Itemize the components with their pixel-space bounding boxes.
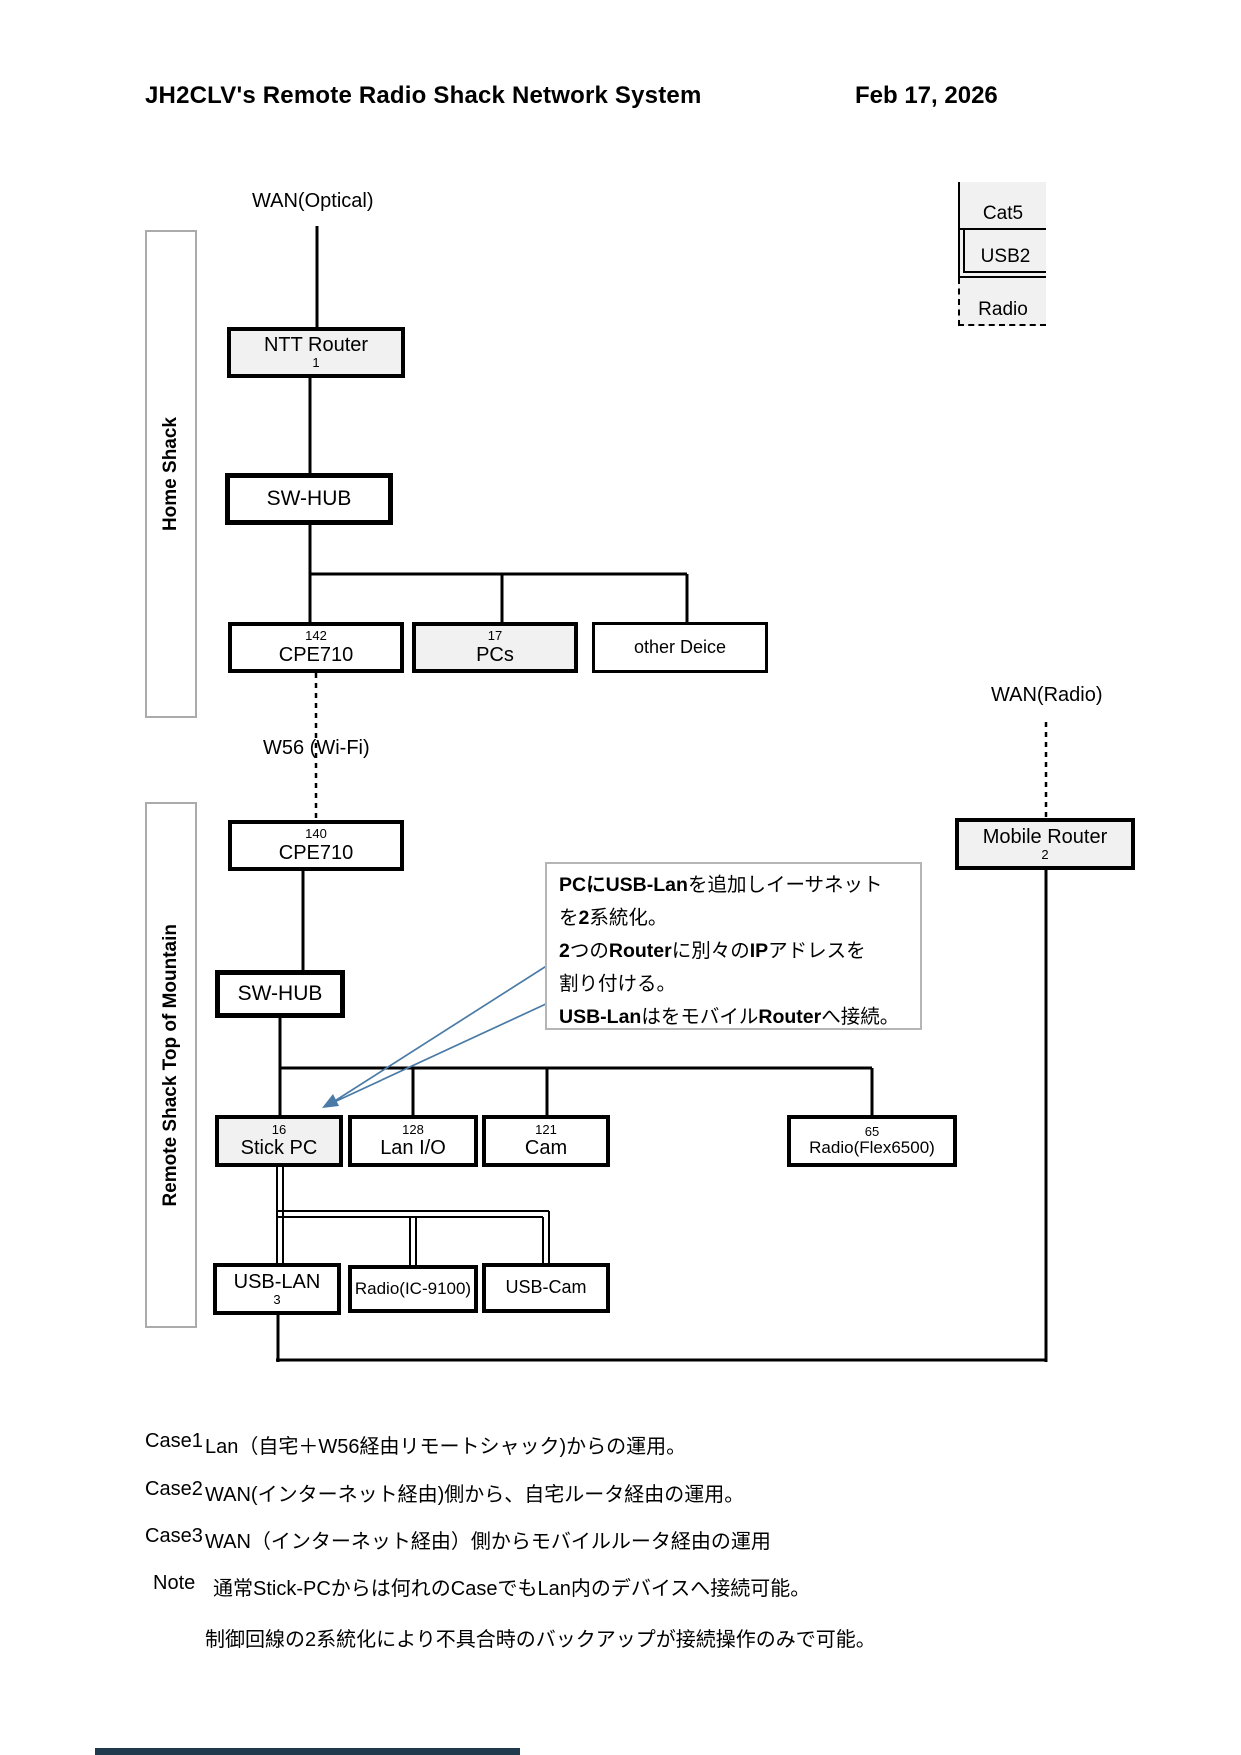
section-label: Home Shack xyxy=(160,416,181,532)
note-label: Note xyxy=(153,1572,196,1594)
node-cpe710-home: 142 CPE710 xyxy=(228,622,404,673)
bottom-edge-strip xyxy=(95,1748,520,1755)
page-title: JH2CLV's Remote Radio Shack Network Syst… xyxy=(145,82,702,109)
note-case1: Case1 Lan（自宅＋W56経由リモートシャック)からの運用。 xyxy=(145,1430,686,1459)
node-usb-cam: USB-Cam xyxy=(482,1263,610,1313)
node-name: USB-Cam xyxy=(505,1277,587,1298)
node-other-device: other Deice xyxy=(592,622,768,673)
note-label: Case3 xyxy=(145,1525,203,1547)
node-name: NTT Router xyxy=(263,334,369,357)
node-usb-lan: USB-LAN 3 xyxy=(213,1263,341,1315)
callout-line: を2系統化。 xyxy=(559,907,668,929)
note-label: Case1 xyxy=(145,1430,203,1452)
node-name: USB-LAN xyxy=(233,1270,321,1293)
node-number: 17 xyxy=(487,628,503,644)
callout-note: PCにUSB-Lanを追加しイーサネット を2系統化。 2つのRouterに別々… xyxy=(545,862,922,1030)
usb2-lines xyxy=(276,1167,550,1265)
node-cpe710-remote: 140 CPE710 xyxy=(228,820,404,871)
legend-label: Radio xyxy=(978,299,1028,320)
annotation-arrow xyxy=(322,964,549,1108)
node-number: 16 xyxy=(271,1121,287,1137)
section-label: Remote Shack Top of Mountain xyxy=(160,923,181,1207)
node-name: Cam xyxy=(524,1137,568,1160)
legend-label: Cat5 xyxy=(982,203,1024,224)
node-name: SW-HUB xyxy=(266,487,352,511)
node-radio-ic9100: Radio(IC-9100) xyxy=(348,1265,478,1313)
node-number: 128 xyxy=(402,1121,424,1137)
label-wan-radio: WAN(Radio) xyxy=(991,684,1103,706)
node-name: Radio(IC-9100) xyxy=(354,1278,472,1298)
node-name: CPE710 xyxy=(278,643,354,666)
node-number: 142 xyxy=(305,628,327,644)
node-number: 2 xyxy=(1041,846,1049,862)
node-number: 121 xyxy=(535,1121,557,1137)
callout-line: 2つのRouterに別々のIPアドレスを xyxy=(559,940,866,962)
node-lan-io: 128 Lan I/O xyxy=(348,1115,478,1167)
node-sw-hub-home: SW-HUB xyxy=(225,473,393,525)
callout-line: PCにUSB-Lanを追加しイーサネット xyxy=(559,874,883,896)
node-number: 1 xyxy=(312,355,320,371)
legend-label: USB2 xyxy=(980,246,1031,267)
node-number: 65 xyxy=(864,1123,880,1139)
node-sw-hub-remote: SW-HUB xyxy=(215,970,345,1018)
note-label xyxy=(145,1623,197,1652)
node-radio-flex6500: 65 Radio(Flex6500) xyxy=(787,1115,957,1167)
note-text: WAN（インターネット経由）側からモバイルルータ経由の運用 xyxy=(205,1531,771,1553)
note-note: Note 通常Stick-PCからは何れのCaseでもLan内のデバイスへ接続可… xyxy=(145,1572,810,1601)
label-w56-wifi: W56 (Wi-Fi) xyxy=(263,737,370,759)
node-ntt-router: NTT Router 1 xyxy=(227,327,405,378)
node-stick-pc: 16 Stick PC xyxy=(215,1115,343,1167)
section-panel-home-shack: Home Shack xyxy=(145,230,197,718)
note-case3: Case3 WAN（インターネット経由）側からモバイルルータ経由の運用 xyxy=(145,1525,771,1554)
section-panel-remote-shack: Remote Shack Top of Mountain xyxy=(145,802,197,1328)
node-name: CPE710 xyxy=(278,841,354,864)
node-cam: 121 Cam xyxy=(482,1115,610,1167)
label-wan-optical: WAN(Optical) xyxy=(252,190,374,212)
node-number: 3 xyxy=(273,1291,281,1307)
page-date: Feb 17, 2026 xyxy=(855,82,998,109)
note-extra: 制御回線の2系統化により不具合時のバックアップが接続操作のみで可能。 xyxy=(145,1623,876,1652)
note-text: Lan（自宅＋W56経由リモートシャック)からの運用。 xyxy=(205,1436,687,1458)
node-pcs: 17 PCs xyxy=(412,622,578,673)
legend-item-radio: Radio xyxy=(958,278,1046,326)
node-name: SW-HUB xyxy=(237,982,323,1006)
note-text: 制御回線の2系統化により不具合時のバックアップが接続操作のみで可能。 xyxy=(205,1629,876,1651)
note-text: 通常Stick-PCからは何れのCaseでもLan内のデバイスへ接続可能。 xyxy=(213,1578,811,1600)
cat5-lines xyxy=(276,226,1048,1362)
node-name: other Deice xyxy=(633,636,727,657)
note-text: WAN(インターネット経由)側から、自宅ルータ経由の運用。 xyxy=(205,1484,745,1506)
radio-lines xyxy=(314,673,1048,820)
node-mobile-router: Mobile Router 2 xyxy=(955,818,1135,870)
legend-item-usb2: USB2 xyxy=(958,230,1046,278)
callout-line: USB-LanはをモバイルRouterへ接続。 xyxy=(559,1006,900,1028)
node-name: Radio(Flex6500) xyxy=(809,1137,935,1157)
note-case2: Case2 WAN(インターネット経由)側から、自宅ルータ経由の運用。 xyxy=(145,1478,744,1507)
node-name: Mobile Router xyxy=(982,825,1108,848)
callout-line: 割り付ける。 xyxy=(559,973,677,995)
legend-item-cat5: Cat5 xyxy=(958,182,1046,230)
node-name: Stick PC xyxy=(240,1137,318,1160)
node-name: Lan I/O xyxy=(380,1137,446,1160)
node-name: PCs xyxy=(476,643,514,666)
note-label: Case2 xyxy=(145,1478,203,1500)
node-number: 140 xyxy=(305,826,327,842)
